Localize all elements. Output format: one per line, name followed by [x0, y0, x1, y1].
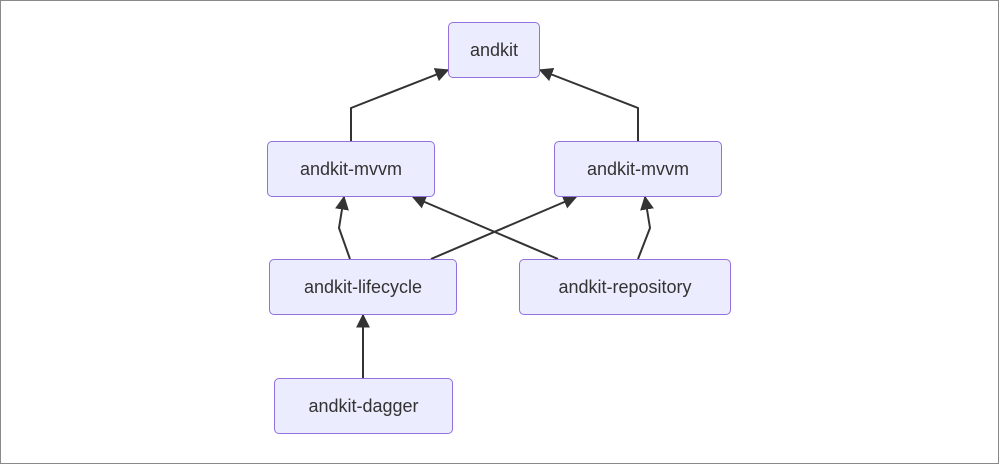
- node-label: andkit-mvvm: [299, 158, 402, 179]
- edge-lifecycle-to-mvvm-left: [335, 195, 351, 260]
- edge-mvvm-right-to-andkit: [538, 68, 639, 141]
- edge-repository-to-mvvm-right: [637, 195, 654, 260]
- node-andkit-dagger: andkit-dagger: [274, 378, 453, 434]
- node-label: andkit: [469, 39, 519, 60]
- edge-repository-to-mvvm-left: [411, 195, 559, 260]
- node-andkit-repository: andkit-repository: [519, 259, 731, 315]
- node-andkit-lifecycle: andkit-lifecycle: [269, 259, 457, 315]
- node-label: andkit-repository: [558, 276, 692, 297]
- node-label: andkit-lifecycle: [303, 276, 423, 297]
- node-andkit-mvvm-right: andkit-mvvm: [554, 141, 722, 197]
- node-label: andkit-dagger: [308, 395, 419, 416]
- edge-mvvm-left-to-andkit: [350, 68, 450, 141]
- edge-lifecycle-to-mvvm-right: [430, 195, 578, 260]
- node-label: andkit-mvvm: [586, 158, 689, 179]
- node-andkit-mvvm-left: andkit-mvvm: [267, 141, 435, 197]
- node-andkit: andkit: [448, 22, 540, 78]
